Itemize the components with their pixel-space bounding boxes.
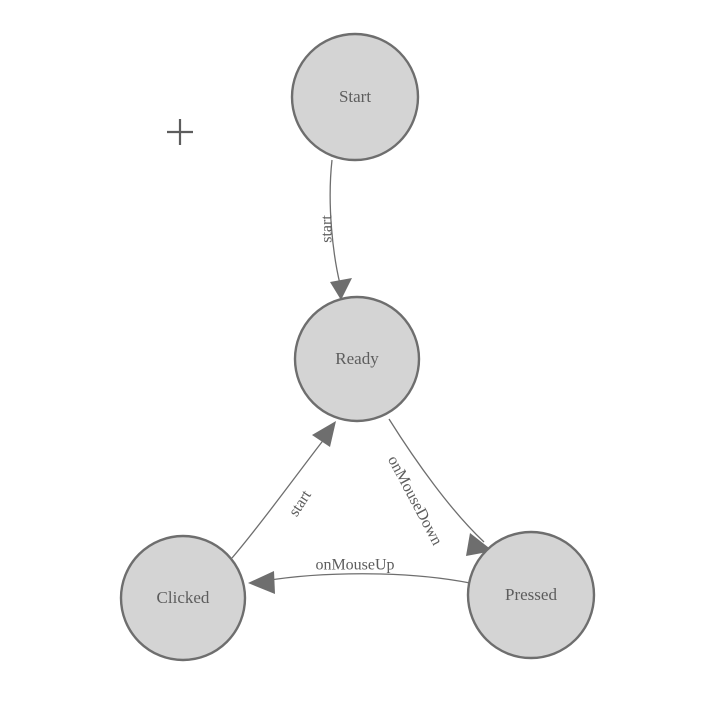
edge-label-clicked-to-ready: start (286, 487, 316, 520)
node-start[interactable]: Start (290, 32, 420, 162)
node-clicked-circle[interactable] (119, 534, 247, 662)
edge-label-ready-to-pressed: onMouseDown (384, 453, 445, 548)
crosshair-icon (167, 119, 193, 145)
edge-clicked-to-ready[interactable]: start (231, 421, 336, 559)
edge-start-to-ready[interactable]: start (319, 159, 352, 300)
node-ready-label: Ready (335, 349, 379, 368)
node-clicked-label: Clicked (157, 588, 210, 607)
node-start-circle[interactable] (290, 32, 420, 162)
node-clicked[interactable]: Clicked (119, 534, 247, 662)
arrowhead-clicked (248, 571, 275, 594)
node-pressed-label: Pressed (505, 585, 557, 604)
node-ready-circle[interactable] (293, 295, 421, 423)
node-pressed-circle[interactable] (466, 530, 596, 660)
arrowhead-ready-top (330, 278, 352, 300)
edge-ready-to-pressed[interactable]: onMouseDown (384, 418, 493, 556)
node-ready[interactable]: Ready (293, 295, 421, 423)
node-pressed[interactable]: Pressed (466, 530, 596, 660)
edge-label-start-to-ready: start (319, 215, 336, 243)
edge-label-pressed-to-clicked: onMouseUp (315, 557, 394, 574)
edge-pressed-to-clicked[interactable]: onMouseUp (248, 557, 471, 594)
arrowhead-ready-bottom (312, 421, 336, 447)
node-start-label: Start (339, 87, 371, 106)
